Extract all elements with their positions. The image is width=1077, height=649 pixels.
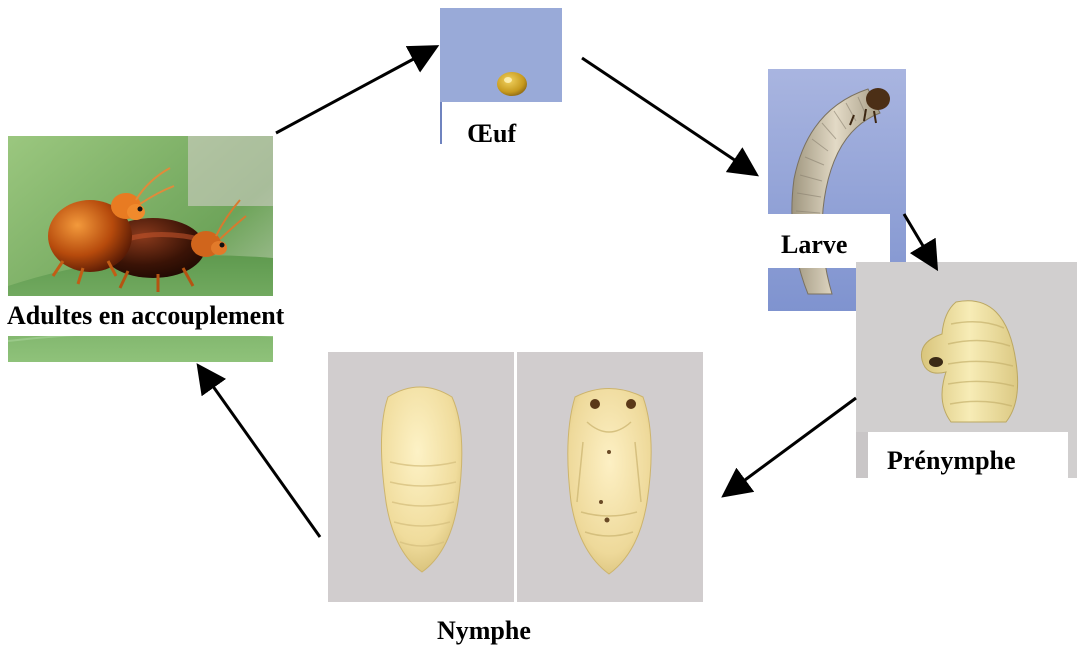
arrow-adult-to-egg [276, 48, 434, 133]
arrow-prepupa-to-pupa [726, 398, 856, 494]
arrow-larva-to-prepupa [904, 214, 935, 266]
arrow-pupa-to-adult [200, 368, 320, 537]
arrow-egg-to-larva [582, 58, 754, 173]
